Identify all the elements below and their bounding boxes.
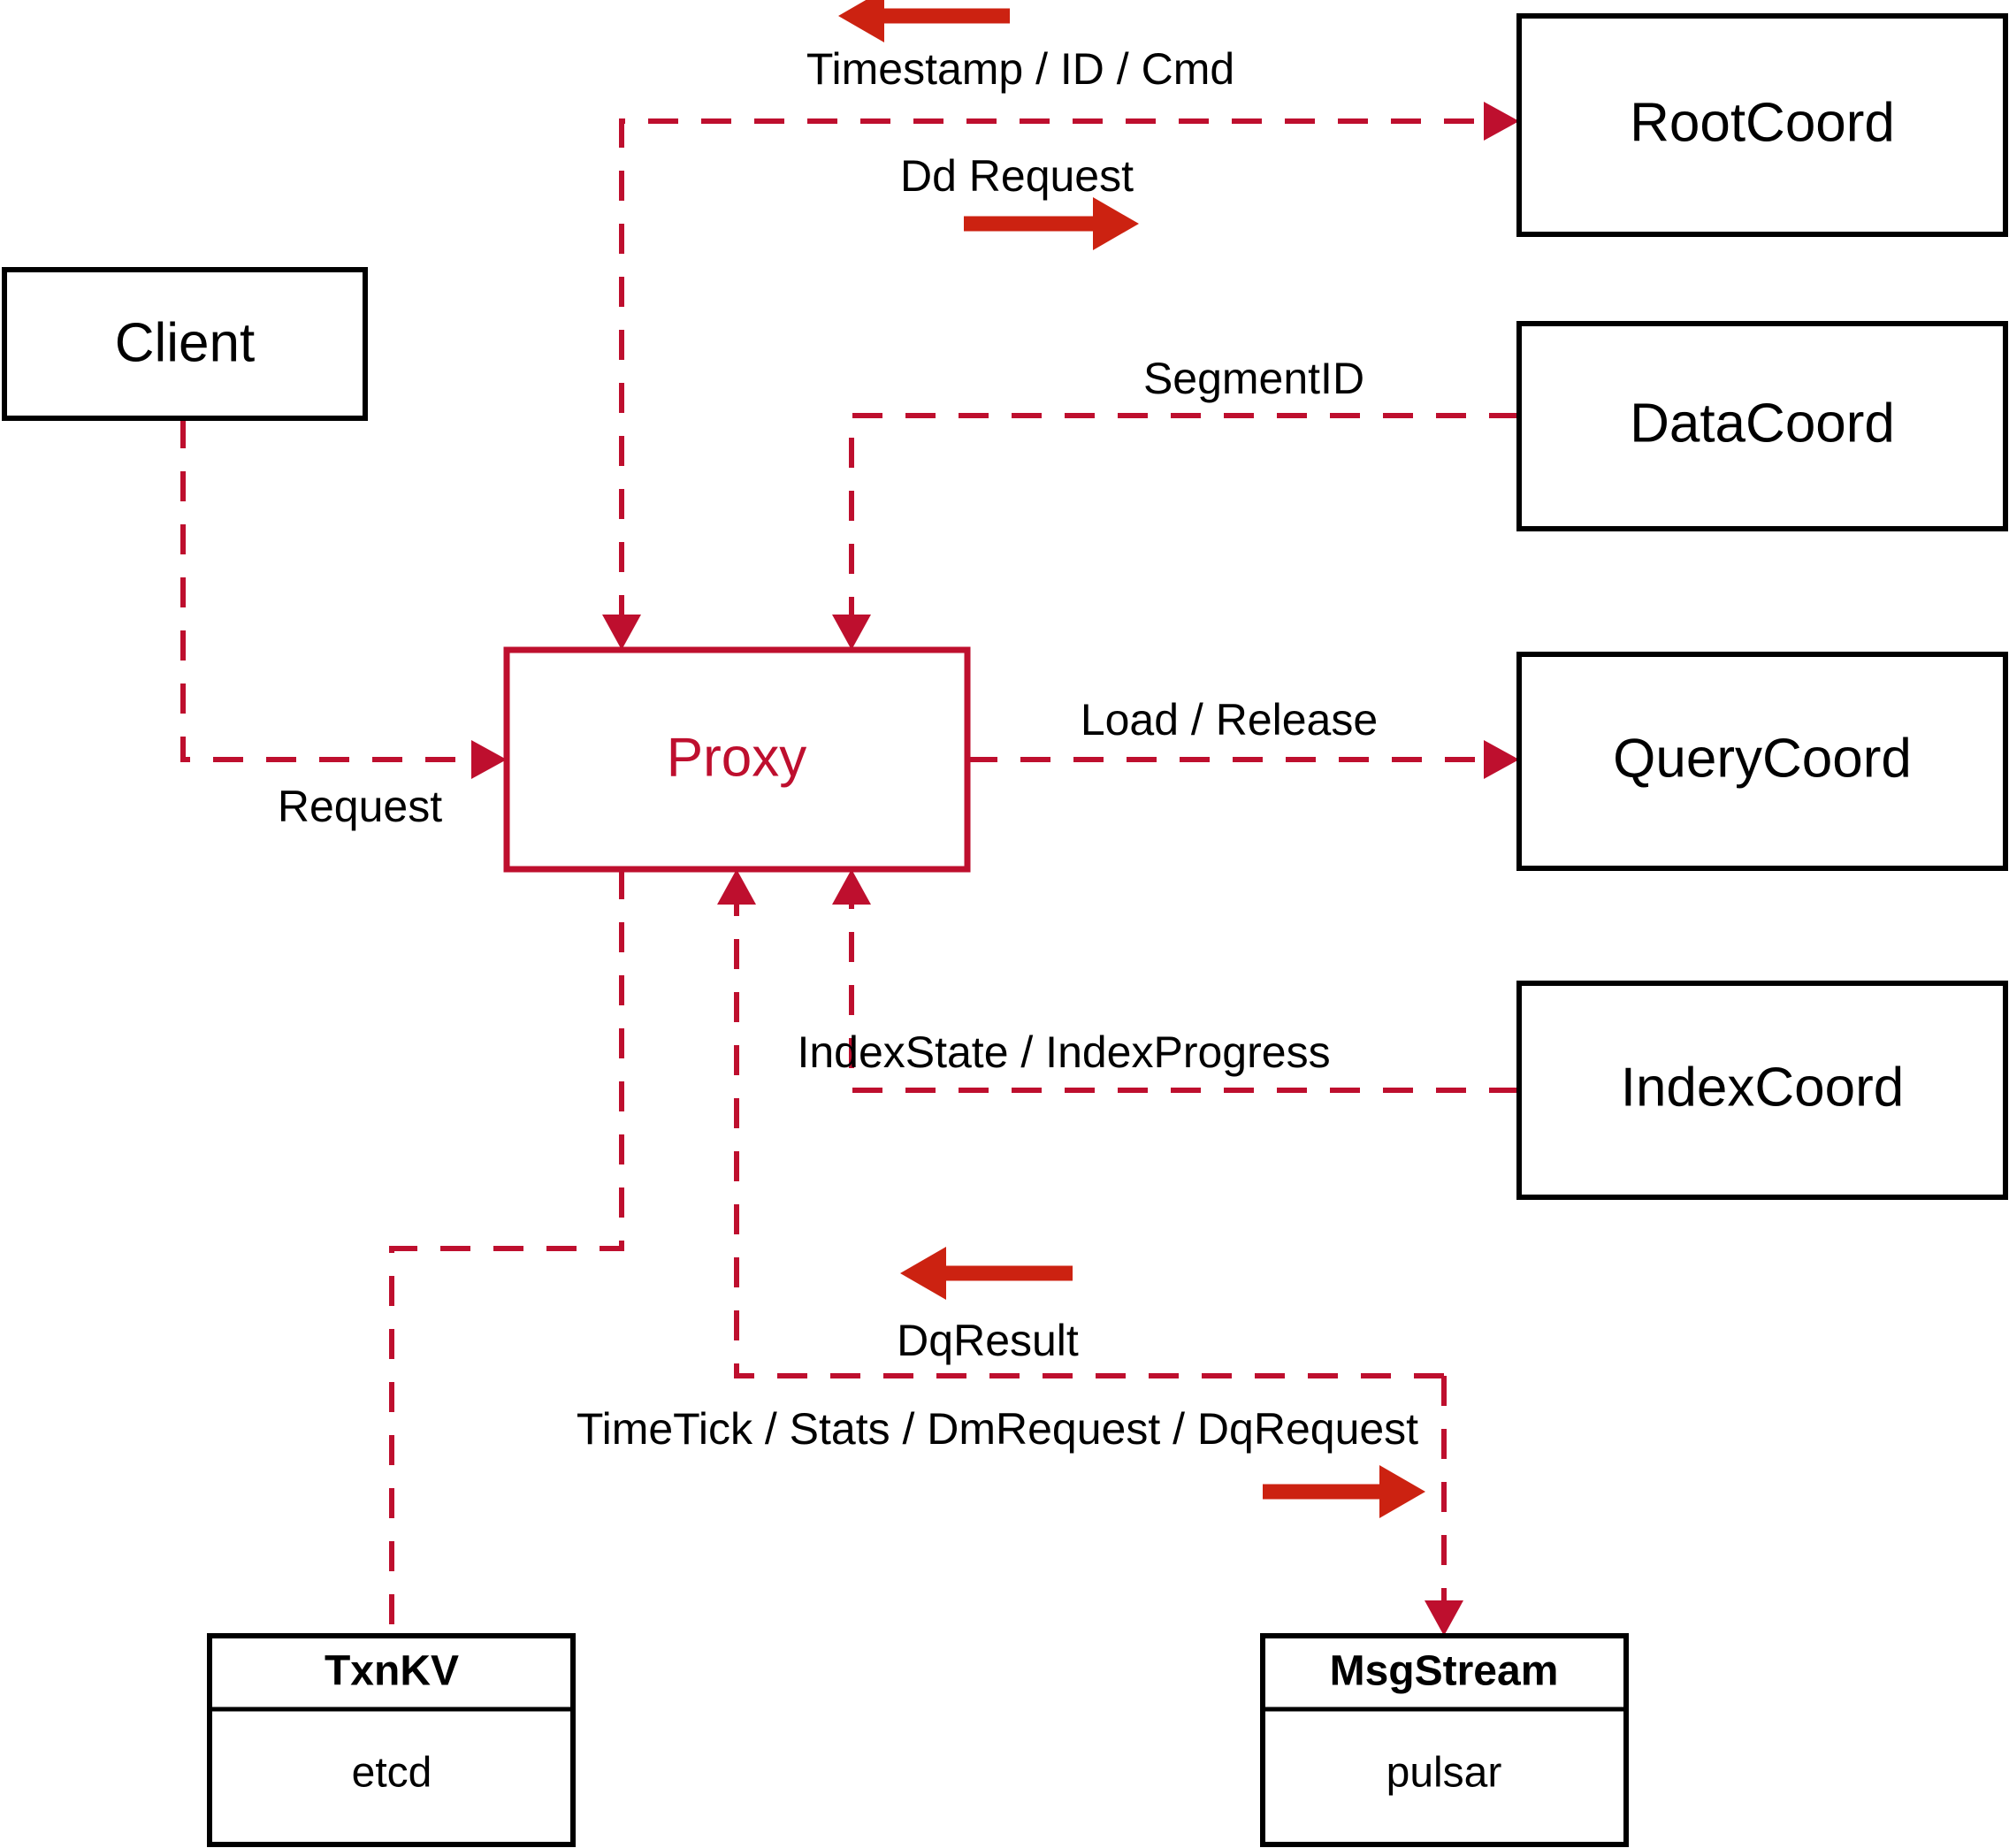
node-datacoord-label: DataCoord <box>1630 393 1895 454</box>
node-datacoord[interactable]: DataCoord <box>1516 321 2008 531</box>
node-msgstream[interactable]: MsgStream pulsar <box>1260 1633 1629 1847</box>
edge-proxy-querycoord <box>967 740 1519 779</box>
node-datacoord-box[interactable] <box>1516 321 2008 531</box>
node-indexcoord[interactable]: IndexCoord <box>1516 981 2008 1200</box>
node-msgstream-label: MsgStream <box>1330 1648 1559 1695</box>
edge-proxy-txnkv-path <box>389 869 624 1636</box>
edge-label-request: Request <box>278 782 442 831</box>
flow-arrow-timestamp <box>838 0 1010 42</box>
edge-proxy-msgstream <box>1425 1376 1463 1636</box>
node-rootcoord[interactable]: RootCoord <box>1516 13 2008 237</box>
node-querycoord-label: QueryCoord <box>1613 728 1912 789</box>
flow-arrow-ddrequest <box>964 197 1139 250</box>
node-rootcoord-label: RootCoord <box>1630 92 1895 153</box>
node-txnkv-impl-label: etcd <box>352 1750 432 1797</box>
edge-dqresult <box>717 869 1444 1378</box>
node-querycoord[interactable]: QueryCoord <box>1516 652 2008 871</box>
edge-client-request <box>180 418 507 779</box>
edge-datacoord-segmentid-path <box>849 413 1519 625</box>
node-msgstream-impl-label: pulsar <box>1386 1750 1502 1797</box>
flow-arrow-dqresult-head <box>900 1247 946 1300</box>
node-txnkv-label: TxnKV <box>325 1648 459 1695</box>
node-indexcoord-box[interactable] <box>1516 981 2008 1200</box>
edge-label-load-release: Load / Release <box>1081 695 1378 745</box>
flow-arrow-ddrequest-head <box>1093 197 1139 250</box>
edge-proxy-msgstream-arrowhead <box>1425 1600 1463 1636</box>
edge-proxy-rootcoord-arrowhead <box>1484 102 1519 141</box>
node-rootcoord-box[interactable] <box>1516 13 2008 237</box>
edge-proxy-rootcoord-arrowhead-down <box>602 615 641 650</box>
flow-arrow-dqresult <box>900 1247 1073 1300</box>
node-indexcoord-label: IndexCoord <box>1621 1057 1905 1118</box>
edge-label-timestamp: Timestamp / ID / Cmd <box>806 44 1234 94</box>
flow-arrow-msgstream <box>1263 1465 1425 1518</box>
edge-label-indexstate: IndexState / IndexProgress <box>797 1027 1330 1077</box>
edge-dqresult-arrowhead <box>717 869 756 905</box>
edge-label-ddrequest: Dd Request <box>900 151 1134 201</box>
edge-proxy-rootcoord <box>602 102 1519 650</box>
node-proxy-label: Proxy <box>667 727 806 788</box>
node-txnkv[interactable]: TxnKV etcd <box>207 1633 576 1847</box>
edge-label-segmentid: SegmentID <box>1143 354 1364 403</box>
flow-arrow-timestamp-head <box>838 0 884 42</box>
node-txnkv-box[interactable] <box>207 1633 576 1847</box>
edge-datacoord-segmentid-arrowhead <box>832 615 871 650</box>
edge-dqresult-path <box>734 894 1444 1378</box>
node-msgstream-box[interactable] <box>1260 1633 1629 1847</box>
node-proxy[interactable]: Proxy <box>503 646 971 873</box>
edge-datacoord-segmentid <box>832 413 1519 650</box>
edge-client-request-arrowhead <box>471 740 507 779</box>
node-client[interactable]: Client <box>2 267 368 421</box>
edge-indexcoord-state-path <box>849 894 1519 1093</box>
flow-arrow-msgstream-head <box>1379 1465 1425 1518</box>
edge-indexcoord-state-arrowhead <box>832 869 871 905</box>
edge-proxy-rootcoord-path <box>619 118 1494 625</box>
node-client-box[interactable] <box>2 267 368 421</box>
edge-proxy-txnkv <box>389 869 624 1636</box>
edge-indexcoord-state <box>832 869 1519 1093</box>
node-querycoord-box[interactable] <box>1516 652 2008 871</box>
edge-proxy-querycoord-arrowhead <box>1484 740 1519 779</box>
edge-label-msgstream-write: TimeTick / Stats / DmRequest / DqRequest <box>577 1404 1418 1454</box>
node-client-label: Client <box>115 312 256 373</box>
node-proxy-box[interactable] <box>503 646 971 873</box>
edge-label-dqresult: DqResult <box>897 1316 1079 1365</box>
edge-client-request-path <box>180 418 482 762</box>
